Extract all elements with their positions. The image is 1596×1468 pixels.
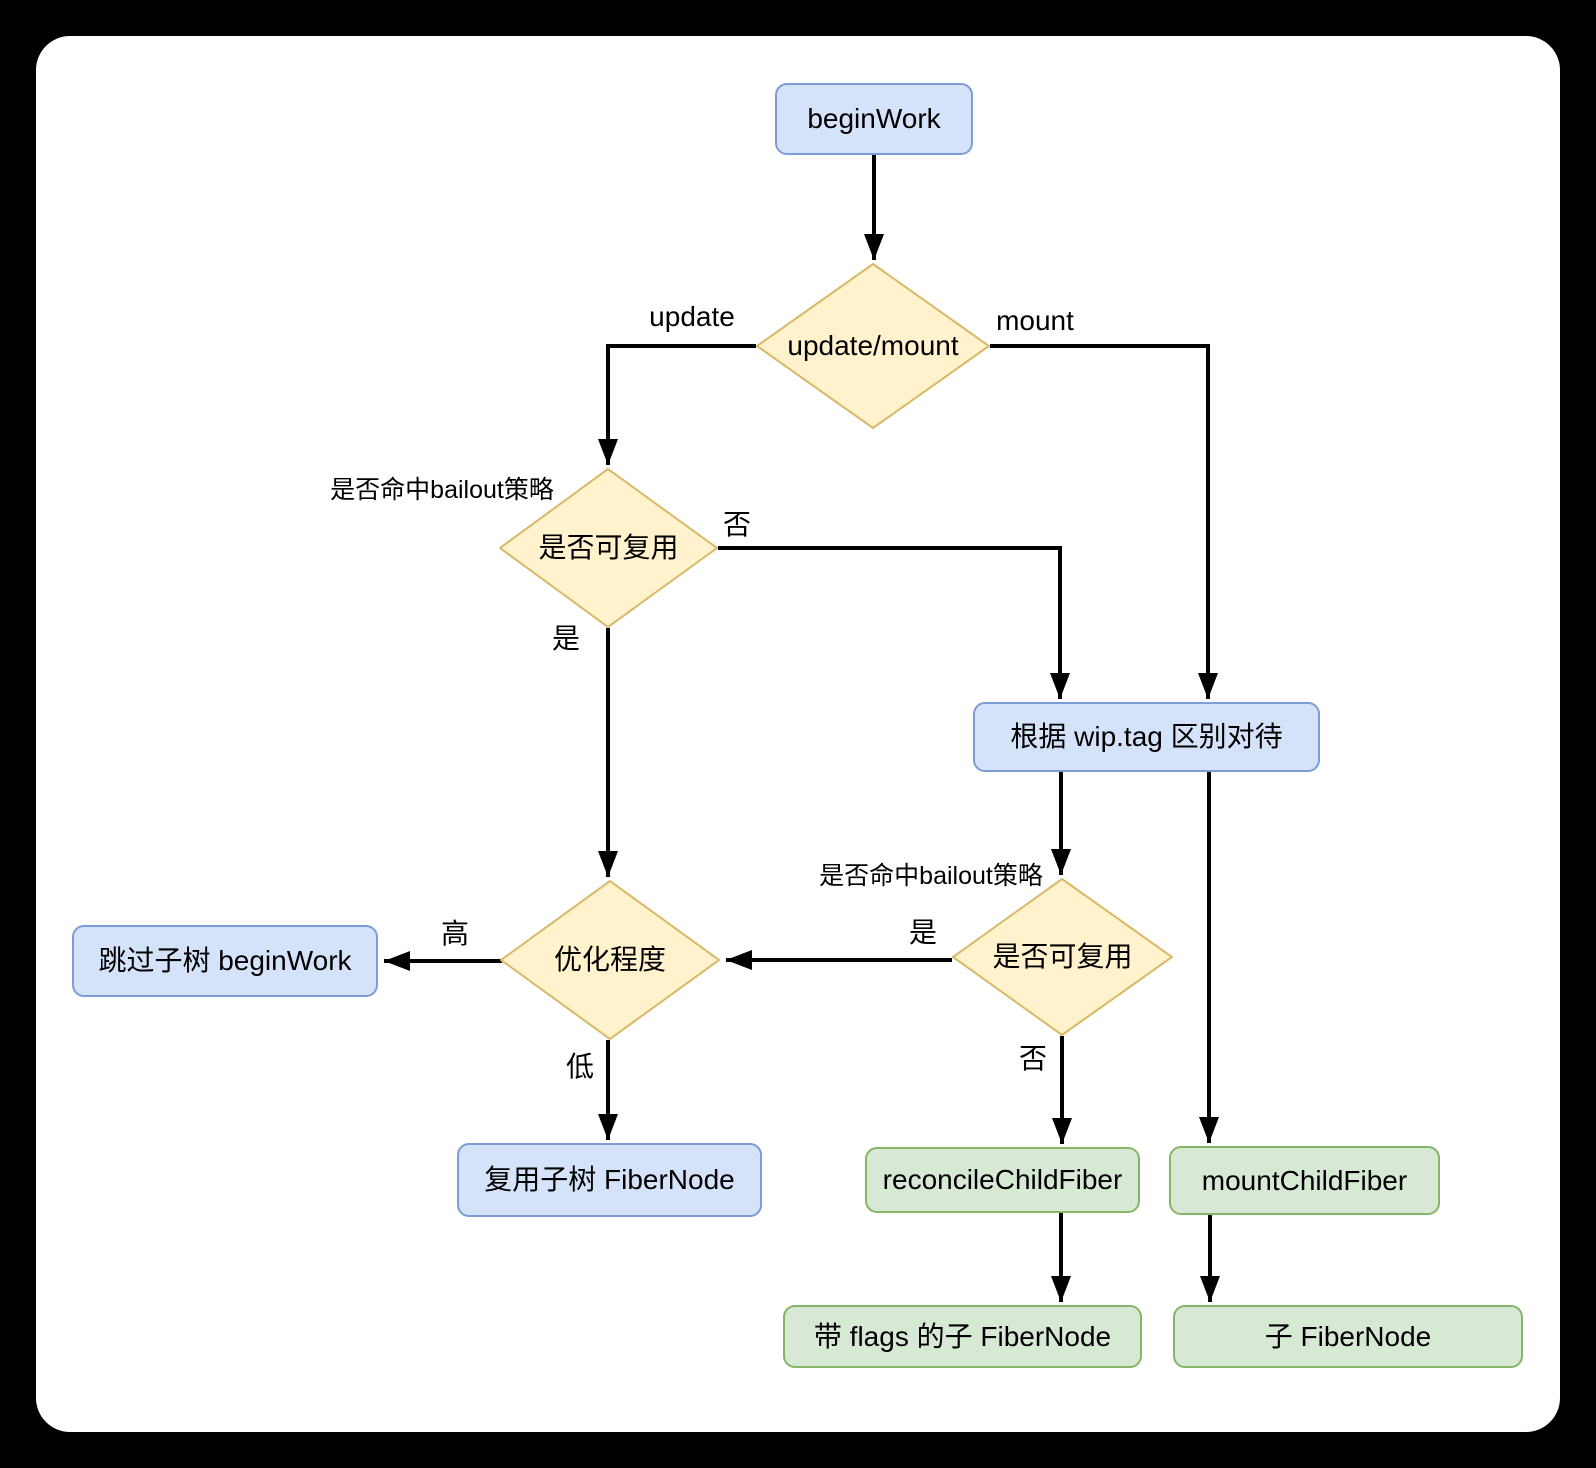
diamond-shape [952,878,1173,1036]
edge-label-yes-mount: 是 [908,917,938,948]
edge-label-high: 高 [440,918,470,949]
diamond-shape [499,468,718,628]
node-reuse-check-update-label: 是否可复用 [538,532,679,564]
node-mount-child-fiber: mountChildFiber [1169,1146,1440,1215]
node-flagged-child-fiber: 带 flags 的子 FiberNode [783,1305,1142,1368]
edge-label-bailout-note-mount: 是否命中bailout策略 [819,862,1043,890]
node-reconcile-child-fiber-label: reconcileChildFiber [882,1164,1123,1196]
edge-label-no-mount: 否 [1018,1043,1048,1074]
edge-label-bailout-note-update: 是否命中bailout策略 [330,476,554,504]
node-optimization-level: 优化程度 [500,880,720,1040]
node-begin-work-label: beginWork [807,103,941,135]
node-mount-child-fiber-label: mountChildFiber [1201,1164,1408,1196]
edge-label-update: update [649,301,735,332]
node-update-mount: update/mount [756,263,990,429]
node-reuse-check-mount: 是否可复用 [952,878,1173,1036]
node-reuse-check-update: 是否可复用 [499,468,718,628]
node-wip-tag: 根据 wip.tag 区别对待 [973,702,1320,772]
edge-label-low: 低 [565,1051,595,1082]
node-reuse-subtree-label: 复用子树 FiberNode [484,1164,735,1196]
node-child-fiber-label: 子 FiberNode [1264,1320,1432,1352]
diamond-shape [500,880,720,1040]
node-reuse-subtree: 复用子树 FiberNode [457,1143,762,1217]
node-wip-tag-label: 根据 wip.tag 区别对待 [1010,721,1283,753]
node-reuse-check-mount-label: 是否可复用 [992,941,1133,973]
node-skip-subtree-label: 跳过子树 beginWork [98,945,352,977]
node-begin-work: beginWork [775,83,973,155]
node-update-mount-label: update/mount [787,330,959,362]
node-skip-subtree: 跳过子树 beginWork [72,925,378,997]
node-reconcile-child-fiber: reconcileChildFiber [865,1147,1140,1213]
flowchart-sheet [36,36,1560,1432]
edge-label-yes-update: 是 [551,623,581,654]
node-optimization-level-label: 优化程度 [553,944,666,976]
edge-label-no-update: 否 [722,509,752,540]
edge-label-mount: mount [996,305,1074,336]
node-flagged-child-fiber-label: 带 flags 的子 FiberNode [813,1320,1112,1352]
diamond-shape [756,263,990,429]
node-child-fiber: 子 FiberNode [1173,1305,1523,1368]
